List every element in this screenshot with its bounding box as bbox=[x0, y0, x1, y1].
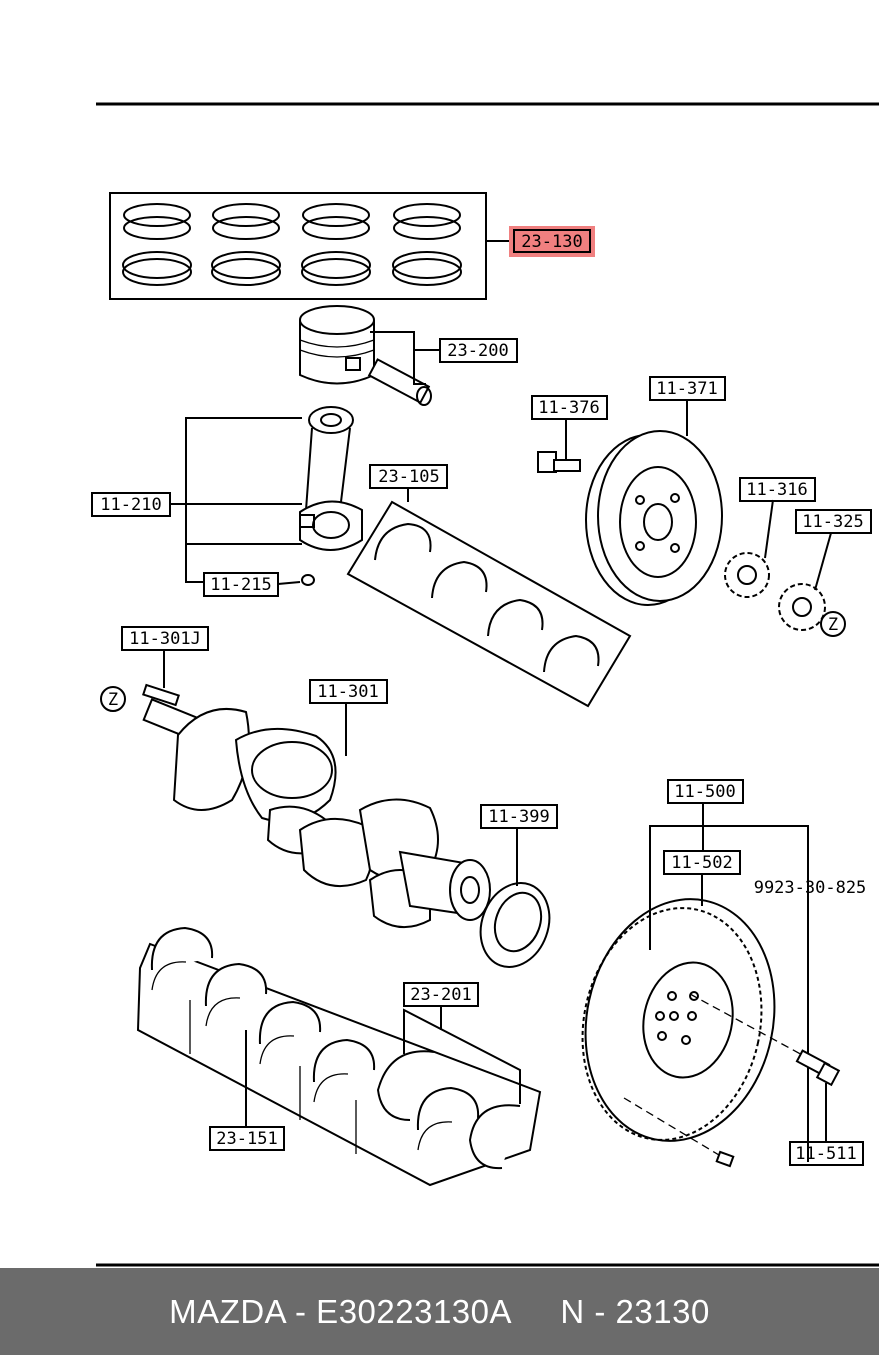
footer-bar: MAZDA - E30223130A N - 23130 bbox=[0, 1268, 879, 1355]
rear-oil-seal bbox=[479, 828, 551, 968]
callout-23-200[interactable]: 23-200 bbox=[439, 338, 518, 363]
footer-reference: N - 23130 bbox=[560, 1292, 710, 1330]
svg-text:11-500: 11-500 bbox=[674, 782, 735, 802]
crankshaft-key bbox=[142, 651, 180, 707]
main-bearing-set bbox=[136, 926, 542, 1187]
z-marker-left: Z bbox=[100, 686, 126, 712]
callout-11-371[interactable]: 11-371 bbox=[649, 376, 726, 401]
thrust-washers bbox=[376, 1006, 521, 1170]
svg-text:11-316: 11-316 bbox=[746, 480, 807, 500]
parts-diagram: 23-130 23-200 11-210 11-215 bbox=[91, 102, 879, 1267]
z-marker-right: Z bbox=[820, 611, 846, 637]
svg-text:Z: Z bbox=[828, 615, 838, 635]
callout-11-502[interactable]: 11-502 bbox=[663, 850, 741, 875]
footer-part-number: MAZDA - E30223130A bbox=[169, 1292, 513, 1330]
svg-text:23-151: 23-151 bbox=[216, 1129, 277, 1149]
flywheel bbox=[581, 803, 831, 1168]
svg-text:9923-30-825: 9923-30-825 bbox=[754, 878, 867, 898]
flywheel-bolt bbox=[795, 1049, 841, 1142]
crankshaft-pulley bbox=[585, 400, 723, 606]
callout-11-376[interactable]: 11-376 bbox=[531, 395, 608, 420]
svg-text:11-301: 11-301 bbox=[317, 682, 378, 702]
svg-text:11-399: 11-399 bbox=[488, 807, 549, 827]
pulley-bolt bbox=[537, 418, 581, 473]
callout-23-201[interactable]: 23-201 bbox=[403, 982, 479, 1007]
svg-text:23-201: 23-201 bbox=[410, 985, 471, 1005]
connecting-rod bbox=[170, 406, 363, 586]
timing-sprocket-11-325 bbox=[778, 532, 832, 631]
callout-11-316[interactable]: 11-316 bbox=[739, 477, 816, 502]
callout-11-301[interactable]: 11-301 bbox=[309, 679, 388, 704]
callout-23-151[interactable]: 23-151 bbox=[209, 1126, 285, 1151]
svg-text:11-376: 11-376 bbox=[538, 398, 599, 418]
callout-11-511[interactable]: 11-511 bbox=[789, 1141, 864, 1166]
svg-text:11-210: 11-210 bbox=[100, 495, 161, 515]
callout-11-325[interactable]: 11-325 bbox=[795, 509, 872, 534]
piston-ring-set bbox=[109, 192, 512, 300]
piston bbox=[299, 305, 440, 406]
footer-spacer bbox=[512, 1293, 560, 1331]
callout-11-301J[interactable]: 11-301J bbox=[121, 626, 209, 651]
svg-text:23-130: 23-130 bbox=[521, 232, 582, 252]
svg-text:23-200: 23-200 bbox=[447, 341, 508, 361]
svg-text:11-371: 11-371 bbox=[656, 379, 717, 399]
svg-text:11-301J: 11-301J bbox=[129, 629, 201, 649]
callout-9923-30-825[interactable]: 9923-30-825 bbox=[754, 878, 867, 898]
svg-text:23-105: 23-105 bbox=[378, 467, 439, 487]
timing-sprocket-11-316 bbox=[724, 499, 774, 598]
crankshaft bbox=[142, 698, 491, 928]
callout-11-500[interactable]: 11-500 bbox=[667, 779, 744, 804]
rod-bearing-set bbox=[346, 487, 632, 708]
svg-text:11-502: 11-502 bbox=[671, 853, 732, 873]
callout-23-105[interactable]: 23-105 bbox=[369, 464, 448, 489]
svg-text:Z: Z bbox=[108, 690, 118, 710]
callout-11-399[interactable]: 11-399 bbox=[480, 804, 558, 829]
svg-text:11-511: 11-511 bbox=[795, 1144, 856, 1164]
callout-11-215[interactable]: 11-215 bbox=[203, 572, 301, 597]
callout-11-210[interactable]: 11-210 bbox=[91, 492, 171, 517]
svg-text:11-215: 11-215 bbox=[210, 575, 271, 595]
svg-text:11-325: 11-325 bbox=[802, 512, 863, 532]
callout-23-130[interactable]: 23-130 bbox=[509, 226, 595, 257]
